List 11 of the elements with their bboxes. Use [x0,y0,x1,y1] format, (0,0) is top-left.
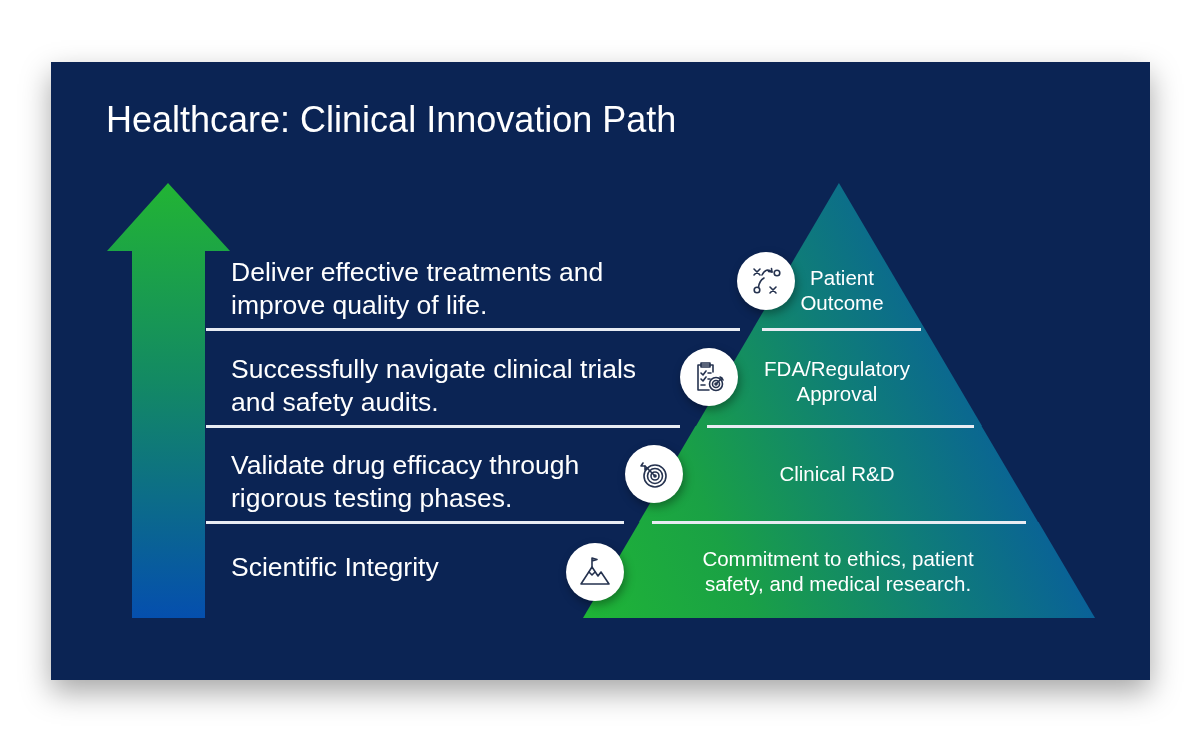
pyramid-tier [583,522,1095,618]
tier-label: Commitment to ethics, patient safety, and medical research. [701,545,975,596]
tier-label: Clinical R&D [779,460,895,486]
row-text: Successfully navigate clinical trials and safety audits. [231,352,638,419]
slide-title: Healthcare: Clinical Innovation Path [106,99,677,141]
row-text: Scientific Integrity [231,550,439,584]
tier-label: FDA/Regulatory Approval [763,356,911,406]
row-text: Deliver effective treatments and improve quality of life. [231,255,605,322]
tier-label: Patient Outcome [799,264,885,315]
row-text: Validate drug efficacy through rigorous testing phases. [231,448,581,515]
pyramid-tier [639,426,1039,522]
